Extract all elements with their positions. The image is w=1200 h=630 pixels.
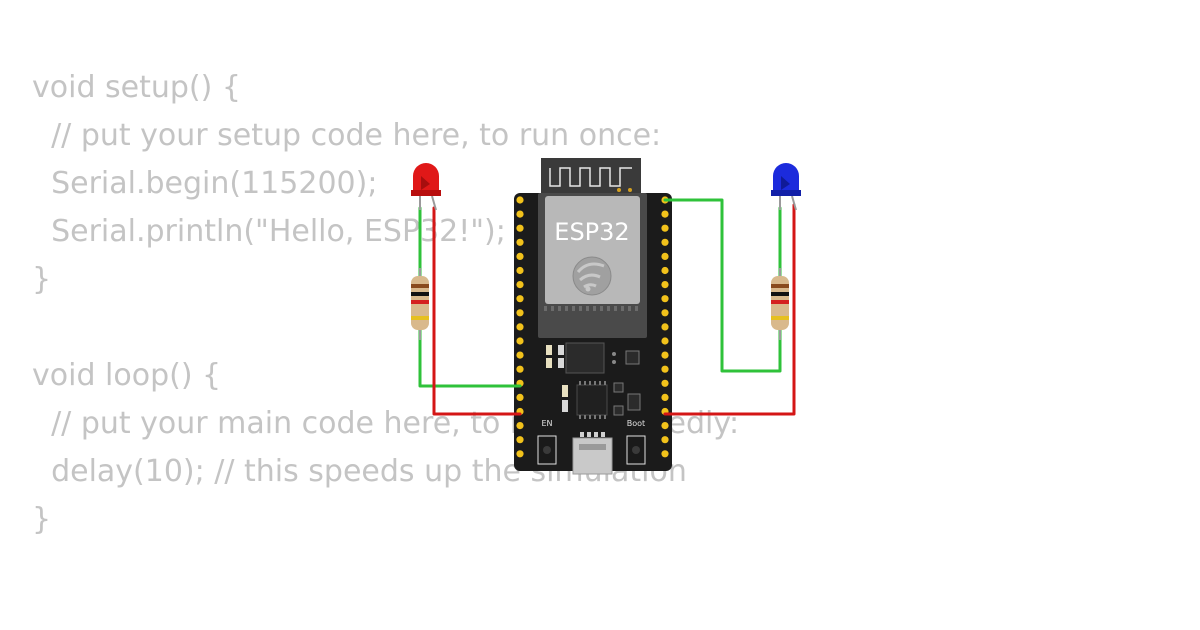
micro-usb-port[interactable] [572, 432, 613, 475]
header-pin[interactable] [661, 436, 669, 444]
header-pin[interactable] [661, 393, 669, 401]
header-pin[interactable] [516, 323, 524, 331]
espressif-logo-icon [572, 256, 612, 296]
header-pin[interactable] [516, 450, 524, 458]
boot-button[interactable] [626, 435, 646, 465]
header-pin[interactable] [516, 295, 524, 303]
header-pin[interactable] [661, 309, 669, 317]
header-pin[interactable] [661, 281, 669, 289]
header-pin[interactable] [516, 224, 524, 232]
wire-green-left[interactable] [418, 328, 522, 388]
header-pin[interactable] [516, 393, 524, 401]
header-pin[interactable] [661, 210, 669, 218]
header-pin[interactable] [661, 351, 669, 359]
en-label: EN [541, 419, 552, 428]
header-pin[interactable] [661, 252, 669, 260]
header-pin[interactable] [661, 337, 669, 345]
blue-led[interactable] [771, 163, 801, 211]
header-pin[interactable] [516, 436, 524, 444]
header-pin[interactable] [661, 422, 669, 430]
header-pin[interactable] [661, 224, 669, 232]
header-pin[interactable] [661, 450, 669, 458]
header-pin[interactable] [661, 379, 669, 387]
header-pin[interactable] [516, 337, 524, 345]
header-pins-right[interactable] [661, 196, 669, 458]
wifi-antenna-icon [549, 167, 632, 187]
en-button[interactable] [537, 435, 557, 465]
boot-label: Boot [627, 419, 645, 428]
header-pin[interactable] [661, 365, 669, 373]
header-pin[interactable] [516, 365, 524, 373]
red-led[interactable] [411, 163, 441, 211]
header-pin[interactable] [661, 266, 669, 275]
header-pin[interactable] [516, 252, 524, 260]
wire-green-right[interactable] [663, 198, 782, 373]
esp32-board[interactable]: ESP32 [514, 158, 672, 475]
header-pin[interactable] [661, 295, 669, 303]
header-pin[interactable] [516, 309, 524, 317]
wire-red-left[interactable] [432, 206, 522, 416]
header-pin[interactable] [661, 323, 669, 331]
wire-red-right[interactable] [663, 203, 796, 416]
wires [418, 198, 796, 416]
resistor-right[interactable] [771, 268, 789, 340]
header-pin[interactable] [661, 238, 669, 246]
header-pin[interactable] [516, 210, 524, 218]
header-pin[interactable] [516, 422, 524, 430]
header-pin[interactable] [516, 351, 524, 359]
header-pin[interactable] [516, 238, 524, 246]
chip-label: ESP32 [554, 218, 629, 246]
header-pins-left[interactable] [516, 196, 524, 458]
header-pin[interactable] [516, 196, 524, 204]
header-pin[interactable] [516, 266, 524, 275]
header-pin[interactable] [516, 281, 524, 289]
resistor-left[interactable] [411, 268, 429, 340]
